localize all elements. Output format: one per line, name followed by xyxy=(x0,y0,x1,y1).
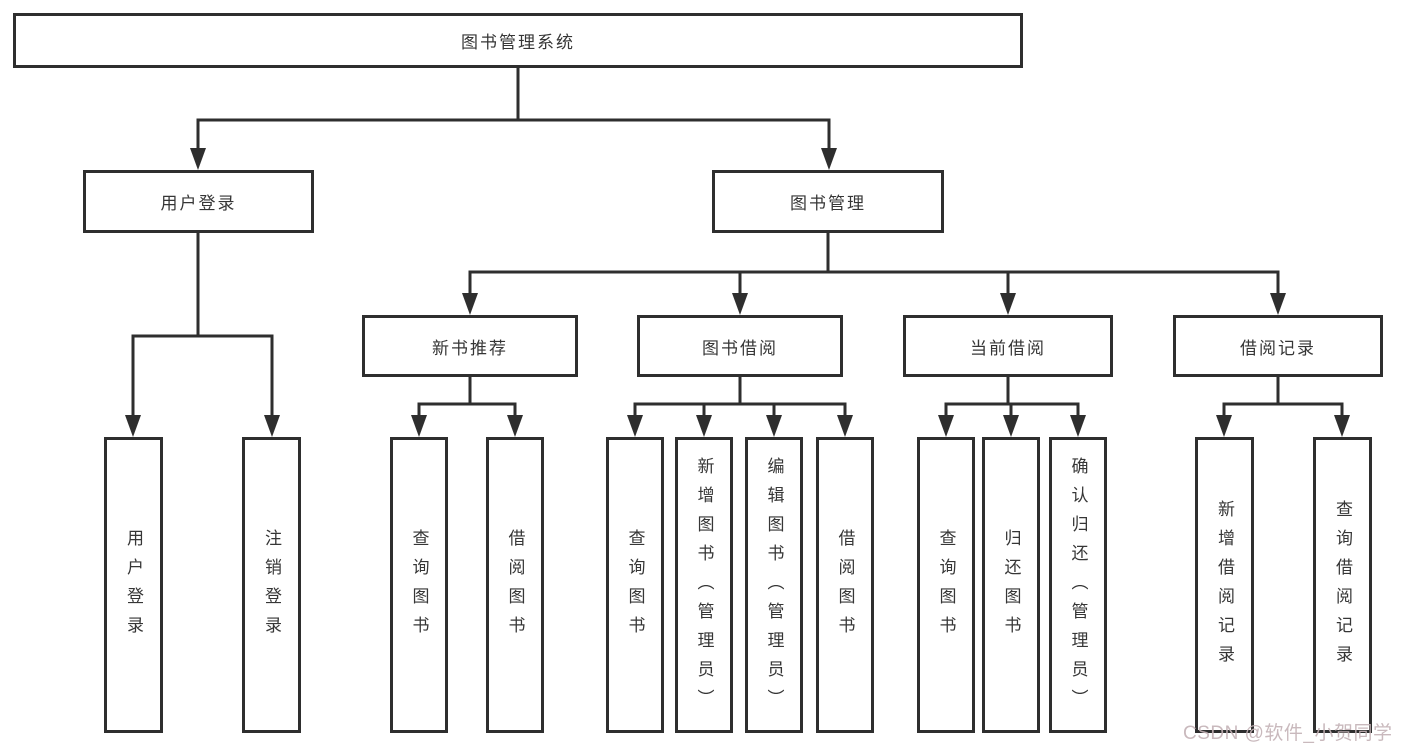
node-book-management: 图书管理 xyxy=(712,170,944,233)
edge-book-management-group xyxy=(468,233,1280,296)
leaf-user-login: 用户登录 xyxy=(104,437,163,733)
node-borrow-record: 借阅记录 xyxy=(1173,315,1383,377)
leaf-borrow-book: 借阅图书 xyxy=(816,437,874,733)
leaf-edit-book-admin: 编辑图书（管理员） xyxy=(745,437,803,733)
arrowhead-leaf-query-book-2 xyxy=(627,415,643,437)
leaf-logout: 注销登录 xyxy=(242,437,301,733)
node-current-borrow: 当前借阅 xyxy=(903,315,1113,377)
arrowhead-new-book-rec xyxy=(462,293,478,315)
arrowhead-borrow-record xyxy=(1270,293,1286,315)
node-user-login: 用户登录 xyxy=(83,170,314,233)
leaf-query-borrow-record: 查询借阅记录 xyxy=(1313,437,1372,733)
node-root-library-system: 图书管理系统 xyxy=(13,13,1023,68)
edge-book-borrow-group xyxy=(633,377,847,418)
arrowhead-leaf-edit-book xyxy=(766,415,782,437)
leaf-query-book-borrow: 查询图书 xyxy=(606,437,664,733)
arrowhead-book-borrow xyxy=(732,293,748,315)
edge-new-book-rec-group xyxy=(417,377,517,418)
arrowhead-leaf-query-record xyxy=(1334,415,1350,437)
arrowhead-current-borrow xyxy=(1000,293,1016,315)
arrowhead-book-management xyxy=(821,148,837,170)
leaf-add-borrow-record: 新增借阅记录 xyxy=(1195,437,1254,733)
node-book-borrow: 图书借阅 xyxy=(637,315,843,377)
leaf-add-book-admin: 新增图书（管理员） xyxy=(675,437,733,733)
arrowhead-leaf-user-login xyxy=(125,415,141,437)
leaf-confirm-return-admin: 确认归还（管理员） xyxy=(1049,437,1107,733)
arrowhead-leaf-confirm-return xyxy=(1070,415,1086,437)
leaf-return-book: 归还图书 xyxy=(982,437,1040,733)
edge-user-login-group xyxy=(131,233,274,417)
csdn-watermark: CSDN @软件_小贺同学 xyxy=(1183,723,1393,744)
arrowhead-leaf-query-book-3 xyxy=(938,415,954,437)
arrowhead-leaf-add-record xyxy=(1216,415,1232,437)
leaf-borrow-book-recommend: 借阅图书 xyxy=(486,437,544,733)
leaf-query-book-recommend: 查询图书 xyxy=(390,437,448,733)
edge-borrow-record-group xyxy=(1222,377,1344,418)
arrowhead-user-login xyxy=(190,148,206,170)
arrowhead-leaf-borrow-book-1 xyxy=(507,415,523,437)
arrowhead-leaf-logout xyxy=(264,415,280,437)
arrowhead-leaf-borrow-book-2 xyxy=(837,415,853,437)
arrowhead-leaf-return-book xyxy=(1003,415,1019,437)
arrowhead-leaf-query-book-1 xyxy=(411,415,427,437)
leaf-query-book-current: 查询图书 xyxy=(917,437,975,733)
arrowhead-leaf-add-book xyxy=(696,415,712,437)
edge-root-to-level2 xyxy=(196,68,831,150)
edge-current-borrow-group xyxy=(944,377,1080,418)
node-new-book-recommend: 新书推荐 xyxy=(362,315,578,377)
